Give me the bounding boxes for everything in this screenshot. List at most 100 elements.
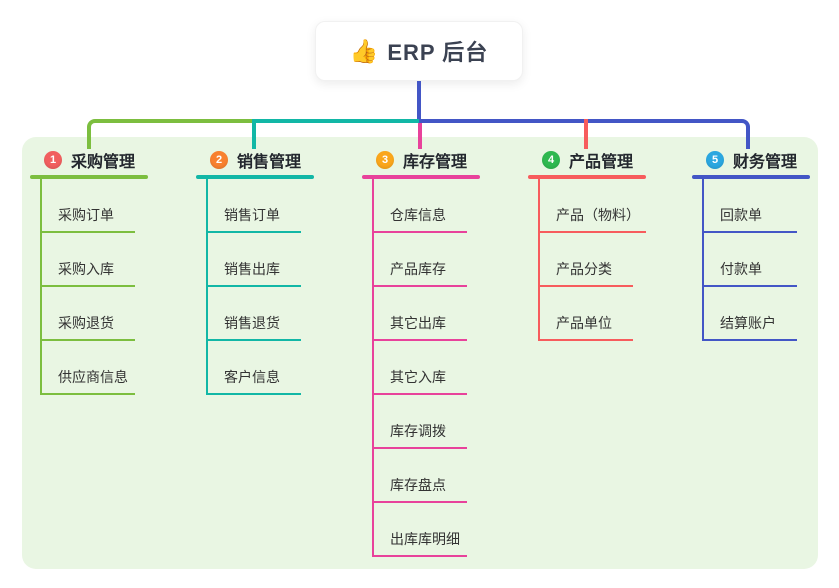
branch-column-3: 3 库存管理仓库信息产品库存其它出库其它入库库存调拨库存盘点出库库明细: [362, 148, 492, 557]
branch-children: 产品（物料） 产品分类产品单位: [538, 179, 658, 341]
connector-branch-1: [87, 119, 254, 149]
child-label: 采购订单: [58, 207, 114, 223]
child-node[interactable]: 结算账户: [704, 287, 822, 341]
child-node[interactable]: 产品库存: [374, 233, 492, 287]
branch-children: 仓库信息产品库存其它出库其它入库库存调拨库存盘点出库库明细: [372, 179, 492, 557]
branch-column-2: 2 销售管理销售订单销售出库销售退货客户信息: [196, 148, 326, 395]
branch-number-badge: 2: [210, 150, 228, 169]
child-label: 销售退货: [224, 315, 280, 331]
child-underline: 销售退货: [208, 313, 301, 341]
child-label: 其它入库: [390, 369, 446, 385]
branch-underline: [196, 175, 314, 179]
branch-number-badge: 1: [44, 150, 62, 169]
child-label: 回款单: [720, 207, 762, 223]
child-underline: 其它入库: [374, 367, 467, 395]
branch-node[interactable]: 4 产品管理: [528, 148, 658, 171]
child-node[interactable]: 采购退货: [42, 287, 160, 341]
child-label: 采购入库: [58, 261, 114, 277]
branch-label: 财务管理: [733, 153, 798, 171]
child-label: 供应商信息: [58, 369, 128, 385]
child-node[interactable]: 出库库明细: [374, 503, 492, 557]
child-underline: 仓库信息: [374, 205, 467, 233]
child-underline: 销售订单: [208, 205, 301, 233]
branch-node[interactable]: 5 财务管理: [692, 148, 822, 171]
child-underline: 产品库存: [374, 259, 467, 287]
branch-underline: [692, 175, 810, 179]
child-label: 产品分类: [556, 261, 612, 277]
child-node[interactable]: 产品分类: [540, 233, 658, 287]
child-underline: 出库库明细: [374, 529, 467, 557]
child-node[interactable]: 库存调拨: [374, 395, 492, 449]
branch-node[interactable]: 2 销售管理: [196, 148, 326, 171]
child-node[interactable]: 其它出库: [374, 287, 492, 341]
child-underline: 结算账户: [704, 313, 797, 341]
connector-branch-2-drop: [252, 119, 256, 149]
root-node[interactable]: 👍 ERP 后台: [315, 21, 523, 81]
child-underline: 客户信息: [208, 367, 301, 395]
child-underline: 采购退货: [42, 313, 135, 341]
branch-node[interactable]: 3 库存管理: [362, 148, 492, 171]
root-stem-connector: [417, 81, 421, 119]
child-node[interactable]: 销售退货: [208, 287, 326, 341]
branch-number-badge: 5: [706, 150, 724, 169]
child-node[interactable]: 付款单: [704, 233, 822, 287]
child-label: 销售出库: [224, 261, 280, 277]
branch-number-badge: 3: [376, 150, 394, 169]
child-label: 库存调拨: [390, 423, 446, 439]
branch-column-5: 5 财务管理回款单付款单结算账户: [692, 148, 822, 341]
child-underline: 产品单位: [540, 313, 633, 341]
child-node[interactable]: 销售出库: [208, 233, 326, 287]
child-label: 结算账户: [720, 315, 776, 331]
child-node[interactable]: 产品单位: [540, 287, 658, 341]
branch-column-1: 1 采购管理采购订单采购入库采购退货供应商信息: [30, 148, 160, 395]
connector-branch-2: [256, 119, 419, 123]
child-underline: 供应商信息: [42, 367, 135, 395]
child-underline: 其它出库: [374, 313, 467, 341]
child-label: 仓库信息: [390, 207, 446, 223]
child-underline: 库存调拨: [374, 421, 467, 449]
child-node[interactable]: 仓库信息: [374, 179, 492, 233]
child-node[interactable]: 产品（物料）: [540, 179, 658, 233]
branch-column-4: 4 产品管理产品（物料） 产品分类产品单位: [528, 148, 658, 341]
branch-underline: [528, 175, 646, 179]
child-label: 销售订单: [224, 207, 280, 223]
child-label: 其它出库: [390, 315, 446, 331]
child-underline: 产品（物料）: [540, 205, 646, 233]
child-label: 产品（物料）: [556, 207, 640, 223]
branch-children: 回款单付款单结算账户: [702, 179, 822, 341]
child-node[interactable]: 其它入库: [374, 341, 492, 395]
child-underline: 采购入库: [42, 259, 135, 287]
branch-label: 产品管理: [569, 153, 634, 171]
child-label: 产品库存: [390, 261, 446, 277]
child-node[interactable]: 采购订单: [42, 179, 160, 233]
child-node[interactable]: 供应商信息: [42, 341, 160, 395]
branch-underline: [30, 175, 148, 179]
child-underline: 采购订单: [42, 205, 135, 233]
branch-label: 采购管理: [71, 153, 136, 171]
connector-branch-4-drop: [584, 119, 588, 149]
branch-label: 库存管理: [403, 153, 468, 171]
branch-node[interactable]: 1 采购管理: [30, 148, 160, 171]
child-underline: 回款单: [704, 205, 797, 233]
child-label: 库存盘点: [390, 477, 446, 493]
child-underline: 产品分类: [540, 259, 633, 287]
child-node[interactable]: 库存盘点: [374, 449, 492, 503]
branches-panel: [22, 137, 818, 569]
child-label: 采购退货: [58, 315, 114, 331]
child-node[interactable]: 采购入库: [42, 233, 160, 287]
child-node[interactable]: 回款单: [704, 179, 822, 233]
child-label: 出库库明细: [390, 531, 460, 547]
child-underline: 付款单: [704, 259, 797, 287]
child-node[interactable]: 客户信息: [208, 341, 326, 395]
child-label: 付款单: [720, 261, 762, 277]
branch-children: 采购订单采购入库采购退货供应商信息: [40, 179, 160, 395]
child-underline: 销售出库: [208, 259, 301, 287]
child-label: 客户信息: [224, 369, 280, 385]
child-node[interactable]: 销售订单: [208, 179, 326, 233]
child-underline: 库存盘点: [374, 475, 467, 503]
root-label: ERP 后台: [387, 40, 489, 65]
child-label: 产品单位: [556, 315, 612, 331]
branch-label: 销售管理: [237, 153, 302, 171]
branch-number-badge: 4: [542, 150, 560, 169]
